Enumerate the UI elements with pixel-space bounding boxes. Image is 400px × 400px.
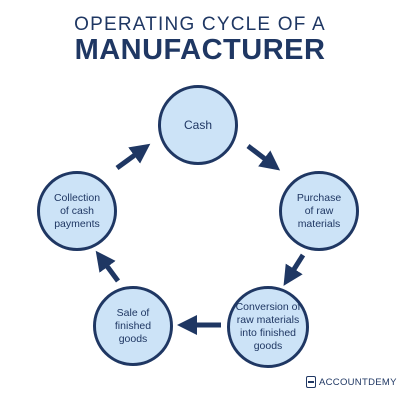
node-collection-cash: Collection of cash payments xyxy=(37,171,117,251)
arrow-collection-to-cash xyxy=(115,143,151,171)
arrow-purchase-to-conversion xyxy=(283,253,306,286)
node-sale-finished-goods: Sale of finished goods xyxy=(93,286,173,366)
node-conversion-label: Conversion of raw materials into finishe… xyxy=(235,301,301,352)
node-purchase-raw-materials: Purchase of raw materials xyxy=(279,171,359,251)
node-collection-label: Collection of cash payments xyxy=(53,191,101,230)
brand-logo: ACCOUNTDEMY xyxy=(306,376,397,388)
accountdemy-logo-icon xyxy=(306,376,316,388)
arrow-sale-to-collection xyxy=(95,250,121,283)
brand-name: ACCOUNTDEMY xyxy=(319,376,397,388)
node-cash: Cash xyxy=(158,85,238,165)
title-line-2: MANUFACTURER xyxy=(74,34,326,66)
title-line-1: OPERATING CYCLE OF A xyxy=(74,14,326,35)
node-purchase-label: Purchase of raw materials xyxy=(296,191,342,230)
node-cash-label: Cash xyxy=(183,117,212,132)
node-sale-label: Sale of finished goods xyxy=(114,306,152,345)
node-conversion: Conversion of raw materials into finishe… xyxy=(227,286,309,368)
arrow-cash-to-purchase xyxy=(246,144,281,171)
